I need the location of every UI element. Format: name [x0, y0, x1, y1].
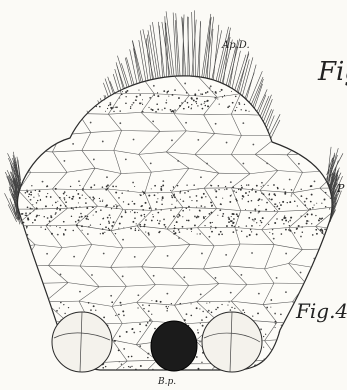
label-b-p: B.p. [157, 377, 176, 387]
label-p: P [336, 182, 345, 195]
label-fig-4: Fig.4. [295, 299, 347, 323]
label-ap-d: Ap.D. [221, 40, 250, 51]
label-fig-top: Fig [317, 57, 347, 87]
basal-plate-dark-cell [151, 321, 197, 371]
